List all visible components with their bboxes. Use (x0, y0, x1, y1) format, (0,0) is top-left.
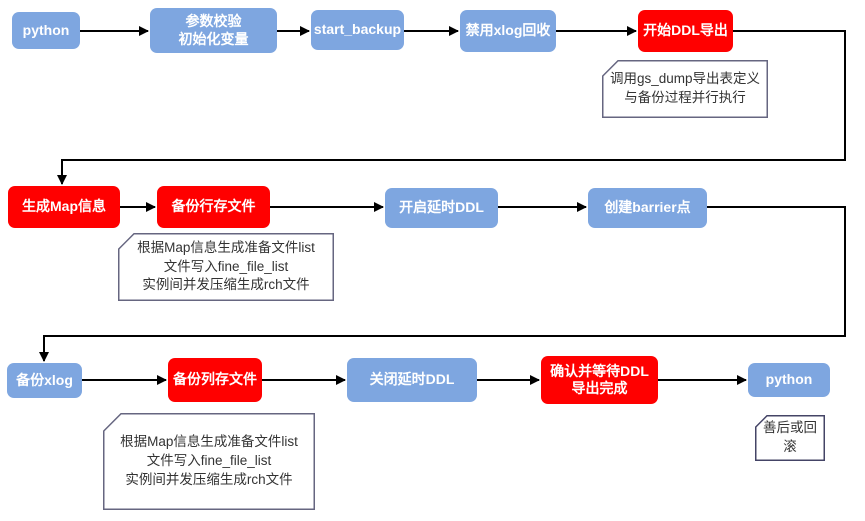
note-outline (103, 413, 315, 510)
note-text: 调用gs_dump导出表定义 与备份过程并行执行 (609, 71, 761, 105)
note-outline (602, 60, 768, 118)
node-enable-delay-ddl: 开启延时DDL (385, 188, 498, 228)
node-start-ddl-export: 开始DDL导出 (638, 10, 733, 52)
node-generate-map-info: 生成Map信息 (8, 186, 120, 228)
note-row-backup-detail: 根据Map信息生成准备文件list 文件写入fine_file_list 实例间… (118, 233, 334, 301)
node-confirm-wait-ddl-export: 确认并等待DDL导出完成 (541, 356, 658, 404)
note-cleanup-or-rollback: 善后或回 滚 (755, 415, 825, 461)
node-param-check-init: 参数校验 初始化变量 (150, 8, 277, 53)
node-disable-xlog-recycle: 禁用xlog回收 (460, 10, 556, 52)
note-text: 善后或回 滚 (763, 420, 817, 454)
node-backup-column-files: 备份列存文件 (168, 358, 262, 402)
node-start-backup: start_backup (311, 10, 404, 50)
node-backup-xlog: 备份xlog (7, 363, 82, 398)
note-outline (118, 233, 334, 301)
note-text: 根据Map信息生成准备文件list 文件写入fine_file_list 实例间… (137, 239, 315, 293)
note-column-backup-detail: 根据Map信息生成准备文件list 文件写入fine_file_list 实例间… (103, 413, 315, 510)
node-disable-delay-ddl: 关闭延时DDL (347, 358, 477, 402)
note-text: 根据Map信息生成准备文件list 文件写入fine_file_list 实例间… (120, 434, 298, 487)
note-outline (755, 415, 825, 461)
node-backup-row-files: 备份行存文件 (157, 186, 270, 228)
node-python-end: python (748, 363, 830, 397)
connector-ddl-export-to-generate-map (57, 30, 846, 185)
node-create-barrier-point: 创建barrier点 (588, 188, 707, 228)
note-gs-dump-parallel: 调用gs_dump导出表定义 与备份过程并行执行 (602, 60, 768, 118)
node-python-start: python (12, 12, 80, 49)
connector-barrier-to-backup-xlog (39, 206, 846, 362)
